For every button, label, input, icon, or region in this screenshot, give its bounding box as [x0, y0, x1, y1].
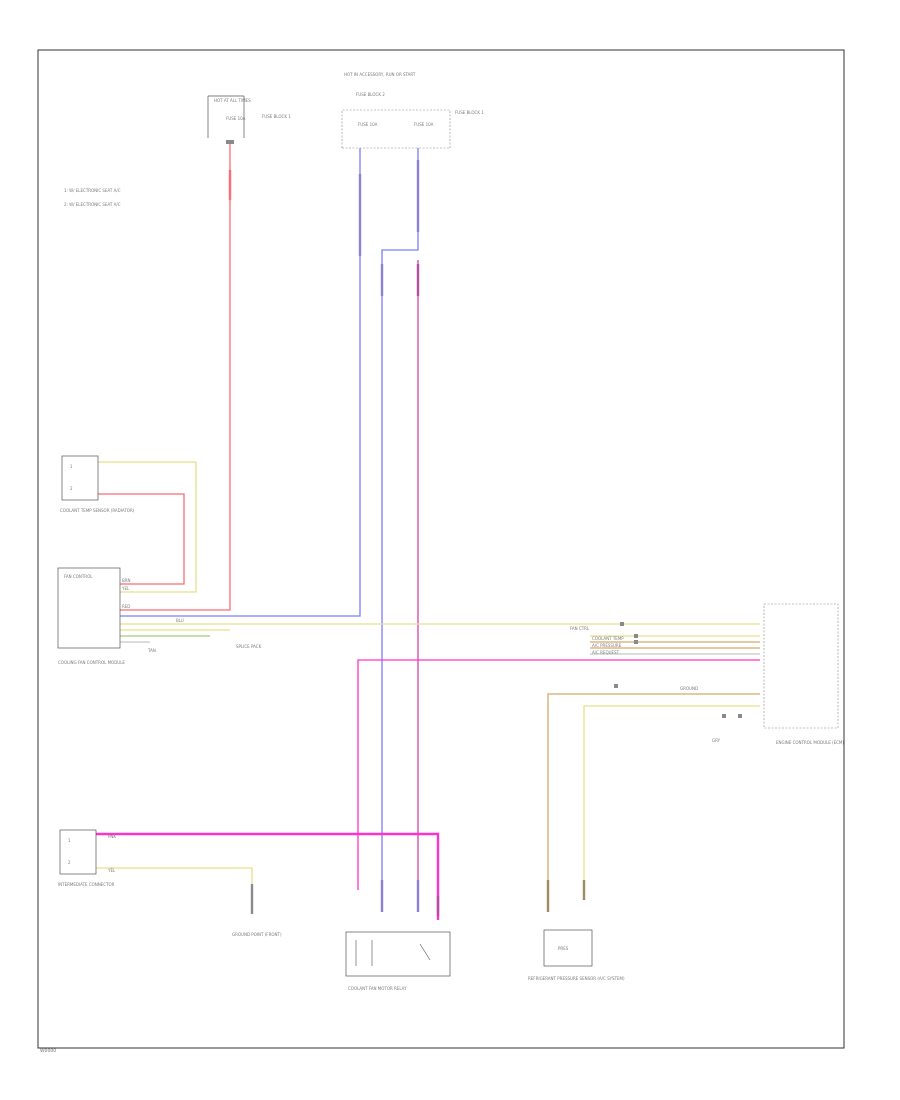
note-2: 2: W/ ELECTRONIC SEAT A/C [64, 202, 121, 207]
notes: 1: W/ ELECTRONIC SEAT A/C 2: W/ ELECTRON… [64, 188, 121, 207]
wire-pink-ecm [357, 659, 760, 890]
wire-yellow-ground-2 [96, 867, 253, 906]
ecm-label: ENGINE CONTROL MODULE (ECM) [776, 740, 844, 745]
wire-label-blu: BLU [176, 618, 184, 623]
coolant-fan-motor-relay: COOLANT FAN MOTOR RELAY [345, 931, 451, 991]
fuse-left-block: FUSE BLOCK 1 [262, 114, 291, 119]
ground-point-label: GROUND POINT (FRONT) [232, 932, 282, 937]
ic-pin-2: 2 [68, 860, 71, 865]
fuse-block-center: HOT IN ACCESSORY, RUN OR START FUSE BLOC… [341, 72, 484, 149]
wire-blue-right [381, 148, 419, 890]
splice-label: SPLICE PACK [236, 644, 262, 649]
ecm-pin-4: A/C REQUEST [592, 650, 620, 655]
wire-red-sensor [98, 493, 185, 585]
ecm-pin-3: A/C PRESSURE [592, 643, 622, 648]
refrigerant-sensor-label: REFRIGERANT PRESSURE SENSOR (A/C SYSTEM) [528, 976, 625, 981]
coolant-temp-sensor-label: COOLANT TEMP SENSOR (RADIATOR) [60, 508, 135, 513]
fuse-left-fuse: FUSE 10A [226, 116, 246, 121]
fuse-center-fuse-a: FUSE 10A [358, 122, 378, 127]
fan-motor-relay-label: COOLANT FAN MOTOR RELAY [348, 986, 407, 991]
ecm-ground-label: GRY [712, 738, 721, 743]
fuse-left-terminal [226, 140, 234, 144]
fuse-left-label: HOT AT ALL TIMES [214, 98, 251, 103]
wire-label-red: RED [122, 604, 130, 609]
refrigerant-sensor-tag: PRES [558, 946, 569, 951]
sensor-pin-2: 2 [70, 486, 73, 491]
wire-blue-left [120, 148, 361, 617]
wire-label-brn: BRN [122, 578, 131, 583]
cooling-fan-module-label: COOLING FAN CONTROL MODULE [58, 660, 125, 665]
ic-pin-1: 1 [68, 838, 71, 843]
refrigerant-pressure-sensor: PRES REFRIGERANT PRESSURE SENSOR (A/C SY… [528, 929, 625, 981]
wire-pink-relay [96, 832, 440, 920]
intermediate-connector-label: INTERMEDIATE CONNECTOR [58, 882, 115, 887]
coolant-temp-sensor: 1 2 COOLANT TEMP SENSOR (RADIATOR) [60, 455, 135, 513]
wire-label-yel: YEL [121, 586, 130, 591]
sensor-pin-1: 1 [70, 464, 73, 469]
engine-control-module: ENGINE CONTROL MODULE (ECM) FAN CTRL COO… [570, 603, 844, 745]
wire-yellow-sensor-2 [583, 705, 760, 890]
wire-yellow-sensor [98, 461, 197, 593]
ground-point: GROUND POINT (FRONT) [232, 932, 282, 937]
fuse-center-block: FUSE BLOCK 2 [356, 92, 385, 97]
cooling-fan-module: FAN CONTROL COOLING FAN CONTROL MODULE B… [57, 567, 262, 665]
fuse-center-block-2: FUSE BLOCK 1 [455, 110, 484, 115]
ecm-pin-2: COOLANT TEMP [592, 636, 624, 641]
fuse-block-left: HOT AT ALL TIMES FUSE 10A FUSE BLOCK 1 [207, 95, 291, 144]
diagram-code: W0000 [40, 1048, 56, 1054]
wire-red-main [120, 144, 231, 611]
fuse-center-fuse-b: FUSE 10A [414, 122, 434, 127]
note-1: 1: W/ ELECTRONIC SEAT A/C [64, 188, 121, 193]
ecm-pin-1: FAN CTRL [570, 626, 590, 631]
wire-label-yel-2: YEL [107, 868, 116, 873]
wire-label-pnk: PNK [108, 834, 116, 839]
wire-label-tan: TAN [147, 648, 156, 653]
diagram-frame [37, 49, 845, 1049]
wire-tan-sensor [547, 693, 760, 890]
ecm-pin-5: GROUND [680, 686, 698, 691]
fuse-center-label: HOT IN ACCESSORY, RUN OR START [344, 72, 416, 77]
cooling-fan-module-tag: FAN CONTROL [64, 574, 93, 579]
intermediate-connector: 1 2 INTERMEDIATE CONNECTOR PNK YEL [58, 829, 116, 887]
